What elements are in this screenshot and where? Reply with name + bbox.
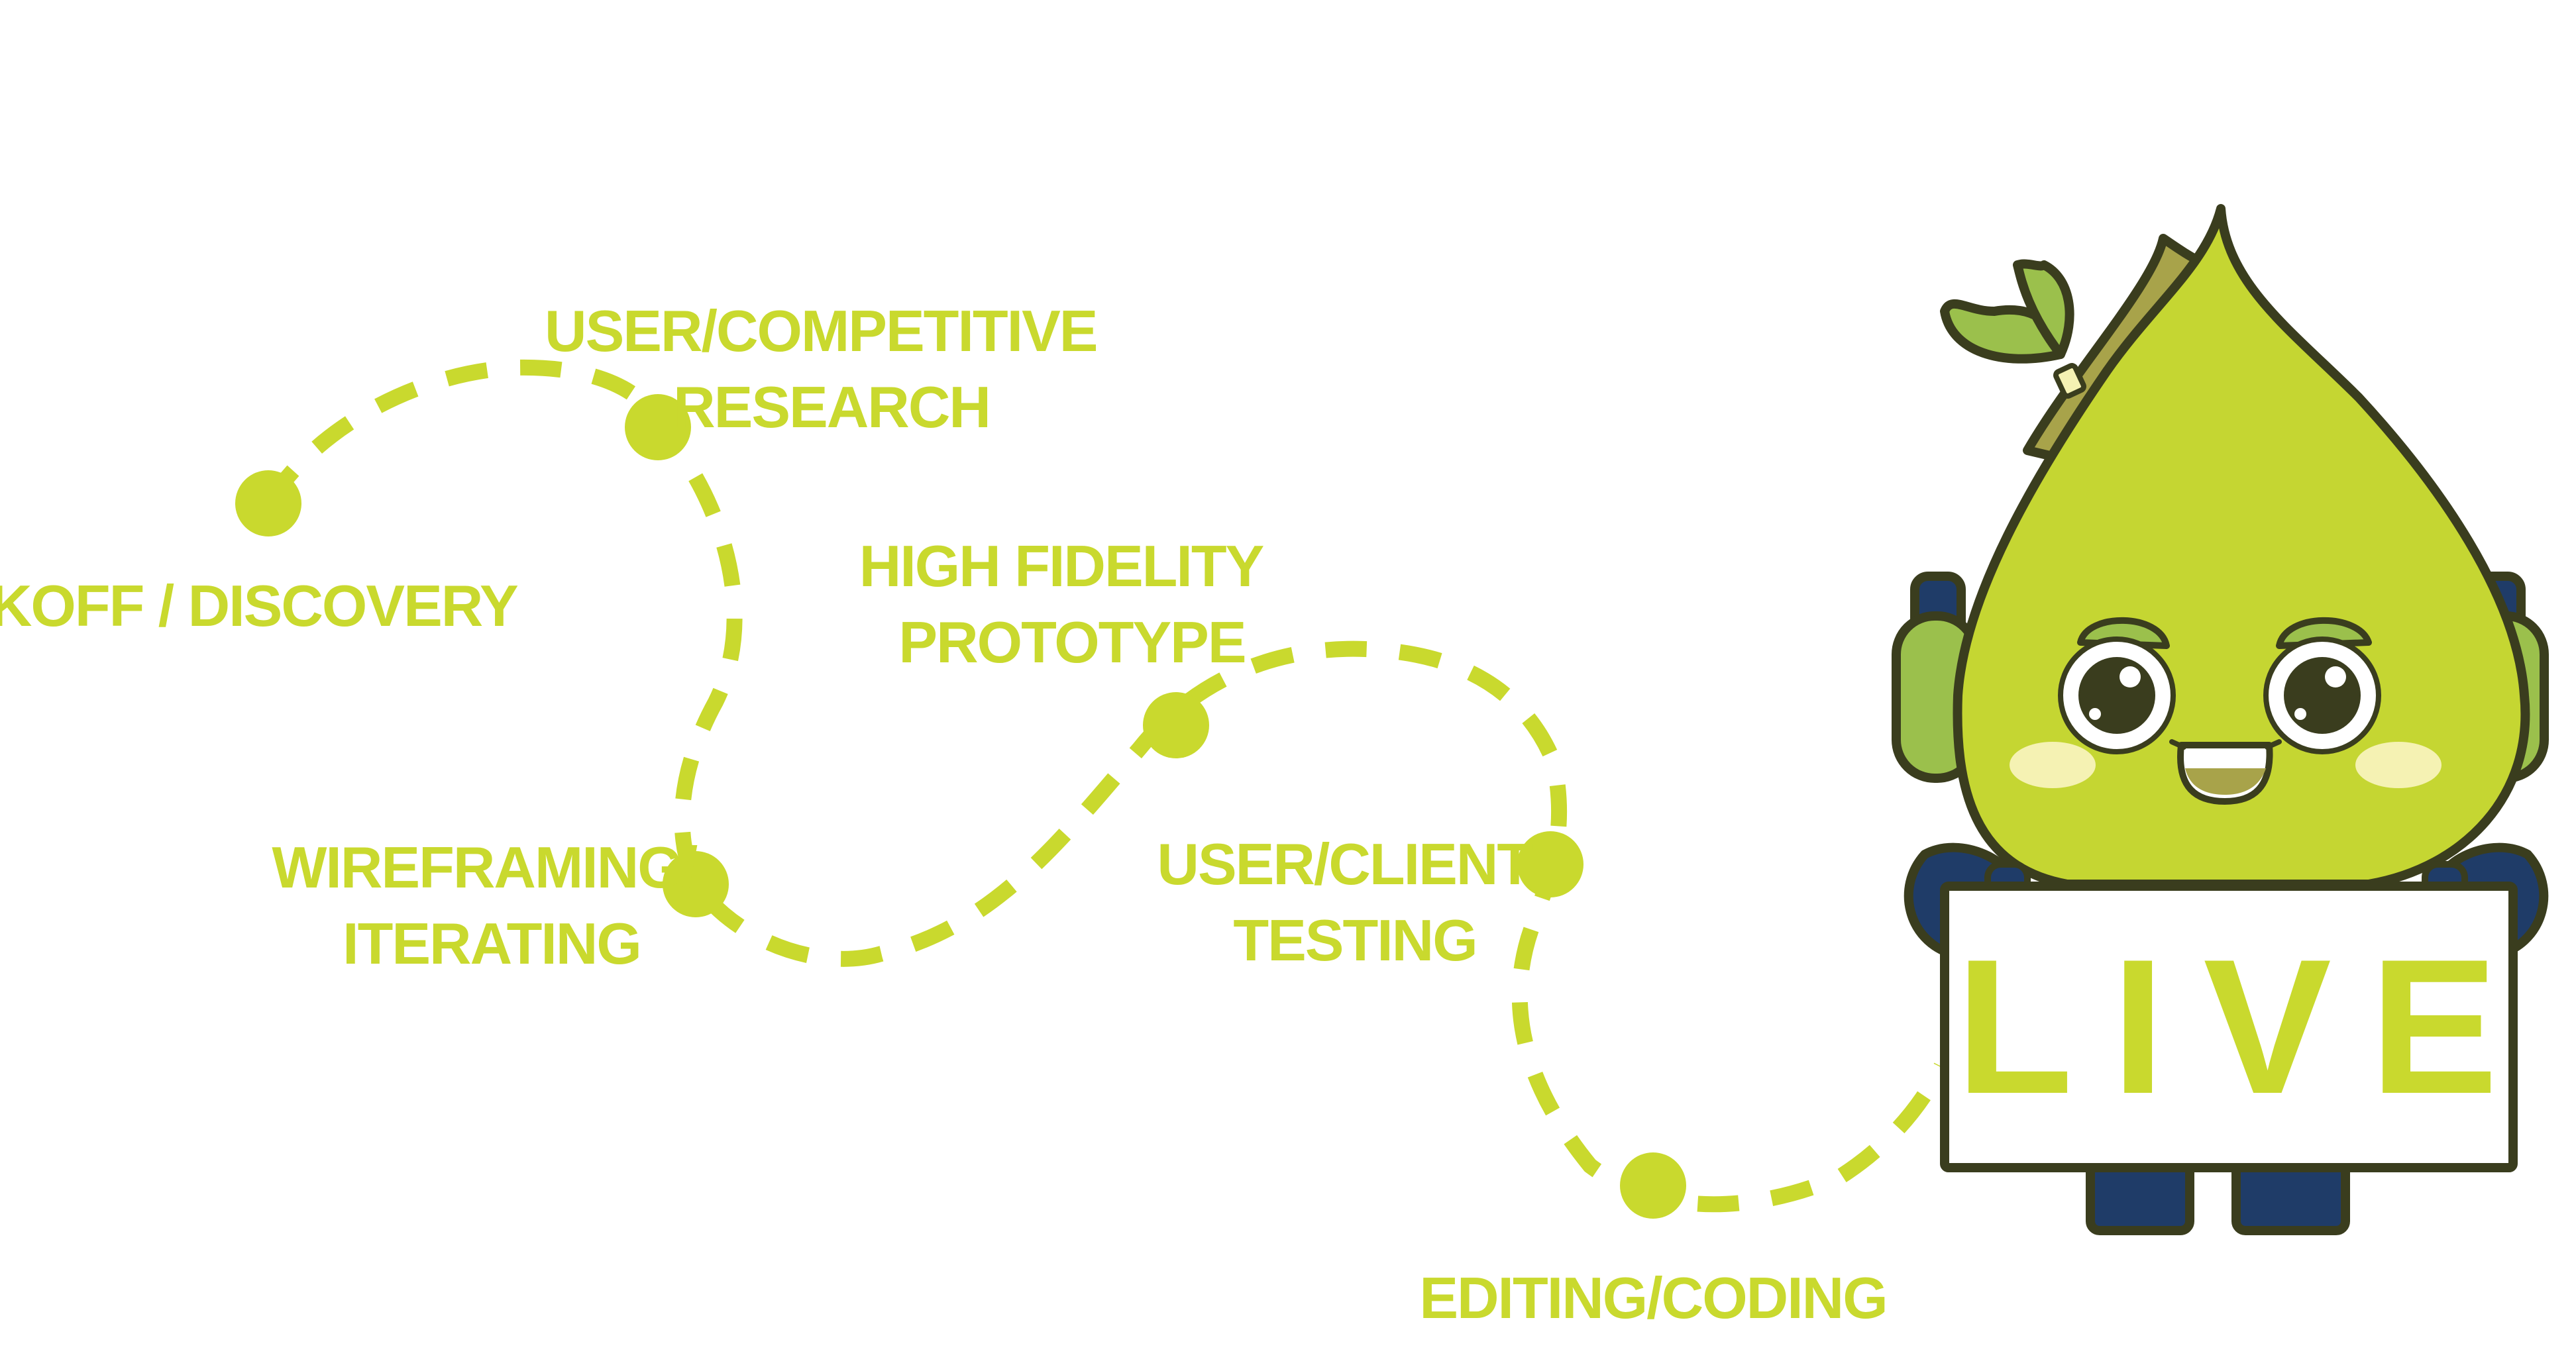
mascot-leaf-right	[2013, 259, 2074, 359]
stage-dot-coding	[1620, 1152, 1686, 1219]
live-sign-text: LIVE	[1956, 919, 2537, 1134]
stage-labels: KICKOFF / DISCOVERY USER/COMPETITIVE RES…	[0, 298, 1888, 1331]
stage-label-line: PROTOTYPE	[898, 609, 1245, 675]
stage-label-line: HIGH FIDELITY	[859, 533, 1264, 599]
mascot-left-pupil	[2078, 657, 2155, 734]
stage-label-testing: USER/CLIENT TESTING	[1157, 831, 1546, 973]
mascot-left-eye-shine-small	[2089, 708, 2101, 720]
mascot-right-cheek	[2355, 742, 2442, 788]
stage-label-prototype: HIGH FIDELITY PROTOTYPE	[859, 533, 1277, 675]
stage-dot-testing	[1517, 831, 1583, 897]
stage-label-line: EDITING/CODING	[1419, 1265, 1886, 1331]
leaf-drop-mascot-icon: LIVE	[1892, 204, 2549, 1235]
stage-label-kickoff: KICKOFF / DISCOVERY	[0, 573, 518, 638]
mascot-left-eye-shine-large	[2120, 666, 2141, 687]
stage-dot-research	[625, 394, 691, 460]
stage-label-wireframing: WIREFRAMING/ ITERATING	[272, 835, 711, 976]
stage-dot-kickoff	[235, 470, 301, 536]
stage-label-research: USER/COMPETITIVE RESEARCH	[545, 298, 1112, 440]
live-sign	[1940, 882, 2518, 1172]
mascot-right-pupil	[2284, 657, 2361, 734]
stage-label-line: USER/COMPETITIVE	[545, 298, 1097, 364]
stage-label-line: KICKOFF / DISCOVERY	[0, 573, 518, 638]
journey-path	[261, 359, 1949, 1213]
stage-dot-prototype	[1143, 692, 1209, 758]
stage-label-line: TESTING	[1233, 907, 1476, 973]
stage-dots	[235, 394, 1686, 1219]
mascot-left-cheek	[2010, 742, 2096, 788]
mascot-right-eye-shine-large	[2325, 666, 2346, 687]
mascot-smile-corners	[2169, 739, 2282, 750]
mascot-right-brow	[2276, 617, 2372, 649]
stage-label-line: USER/CLIENT	[1157, 831, 1532, 897]
stage-dot-wireframing	[663, 851, 729, 917]
mascot-mouth-inner	[2185, 768, 2266, 795]
stage-label-line: RESEARCH	[673, 374, 990, 440]
stage-label-line: WIREFRAMING/	[272, 835, 697, 900]
mascot-right-eye-shine-small	[2294, 708, 2306, 720]
stage-label-coding: EDITING/CODING	[1419, 1265, 1886, 1331]
mascot-stem-band	[2053, 363, 2086, 399]
stage-label-line: ITERATING	[343, 911, 641, 976]
